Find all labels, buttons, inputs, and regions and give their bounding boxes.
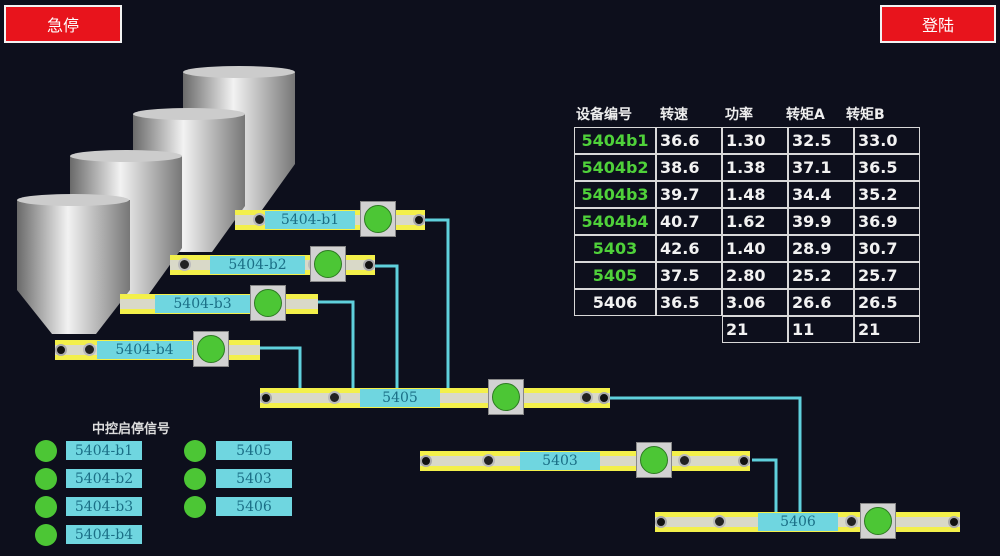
- cell-speed: 36.6: [656, 127, 722, 154]
- conveyor-5406[interactable]: 5406: [655, 503, 960, 539]
- motor-status-icon[interactable]: [488, 379, 524, 415]
- cell-power: 1.40: [722, 235, 788, 262]
- cell-power: 1.62: [722, 208, 788, 235]
- cell-torque-a: 37.1: [788, 154, 854, 181]
- motor-status-icon[interactable]: [860, 503, 896, 539]
- signal-indicator-icon: [35, 468, 57, 490]
- cell-id: 5406: [574, 289, 656, 316]
- motor-status-icon[interactable]: [193, 331, 229, 367]
- total-power: 21: [722, 316, 788, 343]
- login-button[interactable]: 登陆: [880, 5, 996, 43]
- conveyor-5404-b1[interactable]: 5404-b1: [235, 201, 425, 237]
- cell-id: 5405: [574, 262, 656, 289]
- emergency-stop-button[interactable]: 急停: [4, 5, 122, 43]
- cell-torque-a: 39.9: [788, 208, 854, 235]
- cell-id: 5403: [574, 235, 656, 262]
- cell-torque-a: 34.4: [788, 181, 854, 208]
- cell-torque-b: 36.9: [854, 208, 920, 235]
- conveyor-5405[interactable]: 5405: [260, 379, 610, 415]
- signal-label: 5404-b3: [66, 497, 142, 516]
- conveyor-label: 5404-b2: [210, 256, 305, 274]
- cell-speed: 42.6: [656, 235, 722, 262]
- header-power: 功率: [725, 107, 753, 123]
- cell-speed: 36.5: [656, 289, 722, 316]
- signal-indicator-icon: [35, 524, 57, 546]
- cell-speed: 37.5: [656, 262, 722, 289]
- cell-id: 5404b4: [574, 208, 656, 235]
- motor-status-icon[interactable]: [360, 201, 396, 237]
- cell-torque-a: 26.6: [788, 289, 854, 316]
- cell-id: 5404b3: [574, 181, 656, 208]
- signal-label: 5405: [216, 441, 292, 460]
- connection-lines: [260, 218, 802, 514]
- conveyor-label: 5406: [758, 513, 838, 531]
- cell-speed: 39.7: [656, 181, 722, 208]
- cell-torque-a: 25.2: [788, 262, 854, 289]
- cell-speed: 38.6: [656, 154, 722, 181]
- signal-label: 5406: [216, 497, 292, 516]
- cell-id: 5404b2: [574, 154, 656, 181]
- header-device-id: 设备编号: [576, 107, 632, 123]
- signal-label: 5404-b4: [66, 525, 142, 544]
- cell-id: 5404b1: [574, 127, 656, 154]
- cell-torque-a: 32.5: [788, 127, 854, 154]
- conveyor-label: 5404-b3: [155, 295, 250, 313]
- silo-4: [17, 194, 130, 334]
- cell-power: 3.06: [722, 289, 788, 316]
- conveyor-label: 5404-b4: [97, 341, 192, 359]
- motor-status-icon[interactable]: [250, 285, 286, 321]
- cell-power: 1.30: [722, 127, 788, 154]
- total-torque-a: 11: [788, 316, 854, 343]
- cell-speed: 40.7: [656, 208, 722, 235]
- totals-row: 21 11 21: [574, 316, 920, 343]
- signal-indicator-icon: [35, 496, 57, 518]
- signal-indicator-icon: [35, 440, 57, 462]
- signal-indicator-icon: [184, 496, 206, 518]
- total-torque-b: 21: [854, 316, 920, 343]
- cell-power: 2.80: [722, 262, 788, 289]
- conveyor-5404-b4[interactable]: 5404-b4: [55, 331, 260, 367]
- cell-torque-b: 33.0: [854, 127, 920, 154]
- conveyor-label: 5403: [520, 452, 600, 470]
- cell-torque-a: 28.9: [788, 235, 854, 262]
- cell-torque-b: 36.5: [854, 154, 920, 181]
- conveyor-label: 5404-b1: [265, 211, 355, 229]
- conveyor-5403[interactable]: 5403: [420, 442, 750, 478]
- signal-indicator-icon: [184, 468, 206, 490]
- signals-title: 中控启停信号: [92, 422, 171, 437]
- motor-status-icon[interactable]: [310, 246, 346, 282]
- conveyor-label: 5405: [360, 389, 440, 407]
- conveyor-5404-b3[interactable]: 5404-b3: [120, 285, 318, 321]
- signal-label: 5404-b1: [66, 441, 142, 460]
- signal-indicator-icon: [184, 440, 206, 462]
- signal-label: 5403: [216, 469, 292, 488]
- cell-torque-b: 25.7: [854, 262, 920, 289]
- cell-power: 1.48: [722, 181, 788, 208]
- cell-torque-b: 35.2: [854, 181, 920, 208]
- header-torque-a: 转矩A: [786, 107, 825, 123]
- conveyor-5404-b2[interactable]: 5404-b2: [170, 246, 375, 282]
- cell-torque-b: 30.7: [854, 235, 920, 262]
- motor-status-icon[interactable]: [636, 442, 672, 478]
- signal-label: 5404-b2: [66, 469, 142, 488]
- header-torque-b: 转矩B: [846, 107, 885, 123]
- cell-torque-b: 26.5: [854, 289, 920, 316]
- header-speed: 转速: [660, 107, 688, 123]
- cell-power: 1.38: [722, 154, 788, 181]
